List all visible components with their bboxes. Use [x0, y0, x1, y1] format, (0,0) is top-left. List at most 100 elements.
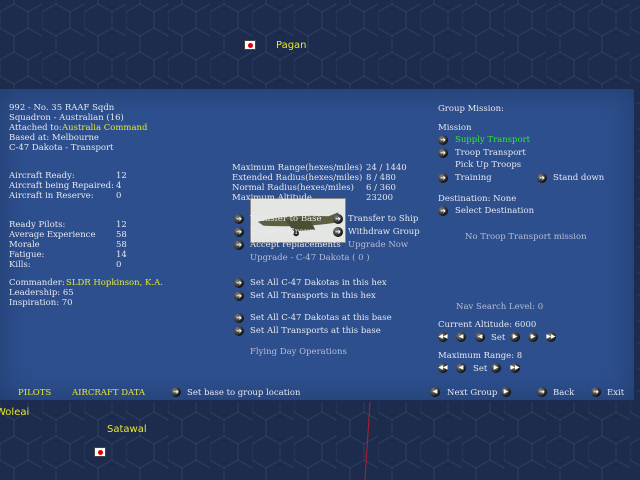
- stand-down-icon[interactable]: ➜: [537, 173, 547, 183]
- altitude-up-icon[interactable]: ▶: [510, 332, 520, 342]
- accept-replacements-button[interactable]: Accept replacements: [250, 240, 341, 250]
- transfer-base-icon[interactable]: ➜: [234, 214, 244, 224]
- back-icon[interactable]: ➜: [537, 387, 547, 397]
- exit-icon[interactable]: ➜: [591, 387, 601, 397]
- set-base-icon[interactable]: ➜: [171, 387, 181, 397]
- spec-normal-value: 6 / 360: [366, 183, 396, 193]
- withdraw-button[interactable]: Withdraw Group: [348, 227, 420, 237]
- commander-label: Commander:: [9, 278, 65, 288]
- japan-flag-icon[interactable]: [244, 40, 256, 50]
- disband-icon[interactable]: ➜: [234, 227, 244, 237]
- upgrade-now-button: Upgrade Now: [348, 240, 409, 250]
- range-up-icon[interactable]: ▶: [491, 363, 501, 373]
- fatigue-value: 14: [116, 250, 127, 260]
- altitude-min-icon[interactable]: ◀◀: [438, 332, 448, 342]
- base-label-woleai[interactable]: Woleai: [0, 407, 30, 418]
- transfer-base-button[interactable]: Transfer to Base: [250, 214, 322, 224]
- ready-pilots-value: 12: [116, 220, 127, 230]
- altitude-set[interactable]: Set: [491, 333, 506, 343]
- back-button[interactable]: Back: [553, 388, 575, 398]
- set-transports-base-icon[interactable]: ➜: [234, 326, 244, 336]
- nav-search-level: Nav Search Level: 0: [456, 302, 544, 312]
- set-type-base-icon[interactable]: ➜: [234, 313, 244, 323]
- flying-operations[interactable]: Flying Day Operations: [250, 347, 347, 357]
- leadership: Leadership: 65: [9, 288, 74, 298]
- unit-type: Squadron - Australian (16): [9, 113, 124, 123]
- pilots-tab[interactable]: PILOTS: [18, 388, 52, 398]
- troop-transport-icon[interactable]: ➜: [438, 148, 448, 158]
- range-max-icon[interactable]: ▶▶: [510, 363, 520, 373]
- mission-troop-transport[interactable]: Troop Transport: [455, 148, 526, 158]
- kills-value: 0: [116, 260, 122, 270]
- set-transports-hex-button[interactable]: Set All Transports in this hex: [250, 291, 376, 301]
- set-base-button[interactable]: Set base to group location: [187, 388, 301, 398]
- select-destination-icon[interactable]: ➜: [438, 206, 448, 216]
- training-icon[interactable]: ➜: [438, 173, 448, 183]
- group-mission-header: Group Mission:: [438, 104, 504, 114]
- exit-button[interactable]: Exit: [607, 388, 625, 398]
- aircraft-image: [250, 198, 346, 243]
- prev-group-icon[interactable]: ◀: [430, 387, 440, 397]
- mission-label: Mission: [438, 123, 472, 133]
- spec-range-label: Maximum Range(hexes/miles): [232, 163, 363, 173]
- mission-stand-down[interactable]: Stand down: [553, 173, 605, 183]
- altitude-fast-down-icon[interactable]: ◀: [456, 332, 466, 342]
- aircraft-ready-label: Aircraft Ready:: [9, 171, 75, 181]
- spec-extended-value: 8 / 480: [366, 173, 396, 183]
- disband-button[interactable]: Disband Group: [250, 227, 315, 237]
- kills-label: Kills:: [9, 260, 31, 270]
- attached-label: Attached to:: [9, 123, 62, 133]
- no-troop-mission: No Troop Transport mission: [465, 232, 587, 242]
- mission-pickup-troops[interactable]: Pick Up Troops: [455, 160, 522, 170]
- set-type-hex-button[interactable]: Set All C-47 Dakotas in this hex: [250, 278, 387, 288]
- experience-label: Average Experience: [9, 230, 96, 240]
- experience-value: 58: [116, 230, 127, 240]
- ready-pilots-label: Ready Pilots:: [9, 220, 66, 230]
- accept-icon[interactable]: ➜: [234, 240, 244, 250]
- aircraft-ready-value: 12: [116, 171, 127, 181]
- aircraft-repair-value: 4: [116, 181, 122, 191]
- unit-title: 992 - No. 35 RAAF Sqdn: [9, 103, 115, 113]
- select-destination-button[interactable]: Select Destination: [455, 206, 535, 216]
- destination: Destination: None: [438, 194, 517, 204]
- range-min-icon[interactable]: ◀◀: [438, 363, 448, 373]
- transfer-ship-button[interactable]: Transfer to Ship: [348, 214, 419, 224]
- set-type-base-button[interactable]: Set All C-47 Dakotas at this base: [250, 313, 392, 323]
- next-group-icon[interactable]: ▶: [501, 387, 511, 397]
- current-altitude: Current Altitude: 6000: [438, 320, 537, 330]
- supply-transport-icon[interactable]: ➜: [438, 135, 448, 145]
- aircraft-type: C-47 Dakota - Transport: [9, 143, 114, 153]
- japan-flag-icon[interactable]: [94, 447, 106, 457]
- spec-altitude-value: 23200: [366, 193, 394, 203]
- set-transports-base-button[interactable]: Set All Transports at this base: [250, 326, 381, 336]
- spec-extended-label: Extended Radius(hexes/miles): [232, 173, 363, 183]
- air-group-panel: 992 - No. 35 RAAF Sqdn Squadron - Austra…: [0, 89, 636, 402]
- attached-value[interactable]: Australia Command: [62, 123, 148, 133]
- transfer-ship-icon[interactable]: ➜: [333, 214, 343, 224]
- base-label-satawal[interactable]: Satawal: [107, 424, 147, 435]
- inspiration: Inspiration: 70: [9, 298, 73, 308]
- altitude-down-icon[interactable]: ◀: [475, 332, 485, 342]
- mission-training[interactable]: Training: [455, 173, 492, 183]
- aircraft-reserve-value: 0: [116, 191, 122, 201]
- altitude-max-icon[interactable]: ▶▶: [546, 332, 556, 342]
- aircraft-data-tab[interactable]: AIRCRAFT DATA: [72, 388, 146, 398]
- spec-normal-label: Normal Radius(hexes/miles): [232, 183, 354, 193]
- set-type-hex-icon[interactable]: ➜: [234, 278, 244, 288]
- upgrade-info: Upgrade - C-47 Dakota ( 0 ): [250, 253, 370, 263]
- commander-name[interactable]: SLDR Hopkinson, K.A.: [66, 278, 163, 288]
- range-down-icon[interactable]: ◀: [456, 363, 466, 373]
- based-at: Based at: Melbourne: [9, 133, 99, 143]
- aircraft-reserve-label: Aircraft in Reserve:: [9, 191, 94, 201]
- mission-supply-transport[interactable]: Supply Transport: [455, 135, 531, 145]
- spec-altitude-label: Maximum Altitude: [232, 193, 312, 203]
- withdraw-icon[interactable]: ➜: [333, 227, 343, 237]
- set-transports-hex-icon[interactable]: ➜: [234, 291, 244, 301]
- fatigue-label: Fatigue:: [9, 250, 45, 260]
- altitude-fast-up-icon[interactable]: ▶: [528, 332, 538, 342]
- morale-label: Morale: [9, 240, 40, 250]
- next-group-button[interactable]: Next Group: [447, 388, 498, 398]
- spec-range-value: 24 / 1440: [366, 163, 407, 173]
- base-label-pagan[interactable]: Pagan: [276, 40, 307, 51]
- range-set[interactable]: Set: [473, 364, 488, 374]
